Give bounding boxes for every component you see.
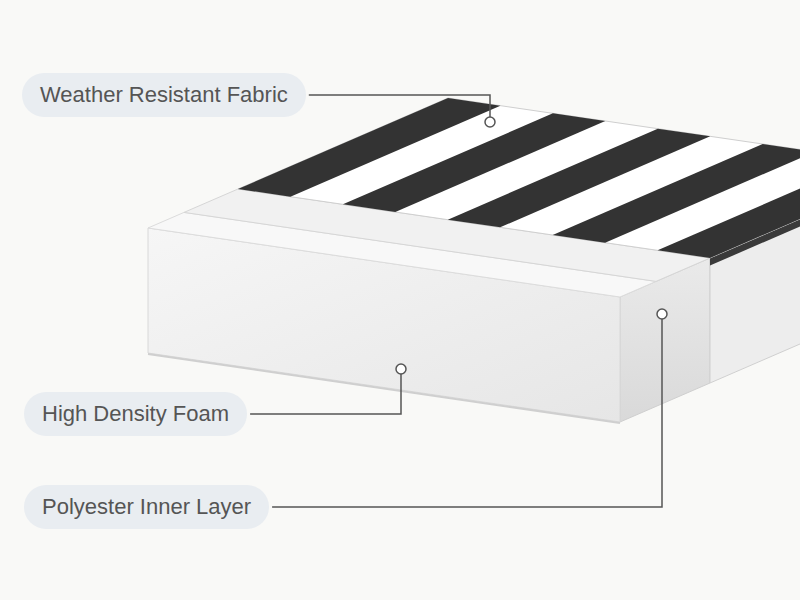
callout-label: Polyester Inner Layer [42, 496, 251, 518]
callout-label: Weather Resistant Fabric [40, 84, 288, 106]
callout-pill: Polyester Inner Layer [24, 485, 269, 529]
callout-pill: High Density Foam [24, 392, 247, 436]
cushion-body [148, 98, 800, 423]
leader-dot [485, 117, 495, 127]
fabric-top-face [238, 98, 800, 258]
leader-line [272, 319, 662, 507]
leader-dot [657, 309, 667, 319]
leader-line [309, 95, 490, 117]
callout-label: High Density Foam [42, 403, 229, 425]
fabric-stripe [658, 159, 800, 258]
leader-line [250, 374, 401, 414]
leader-dot [396, 364, 406, 374]
callout-pill: Weather Resistant Fabric [22, 73, 306, 117]
